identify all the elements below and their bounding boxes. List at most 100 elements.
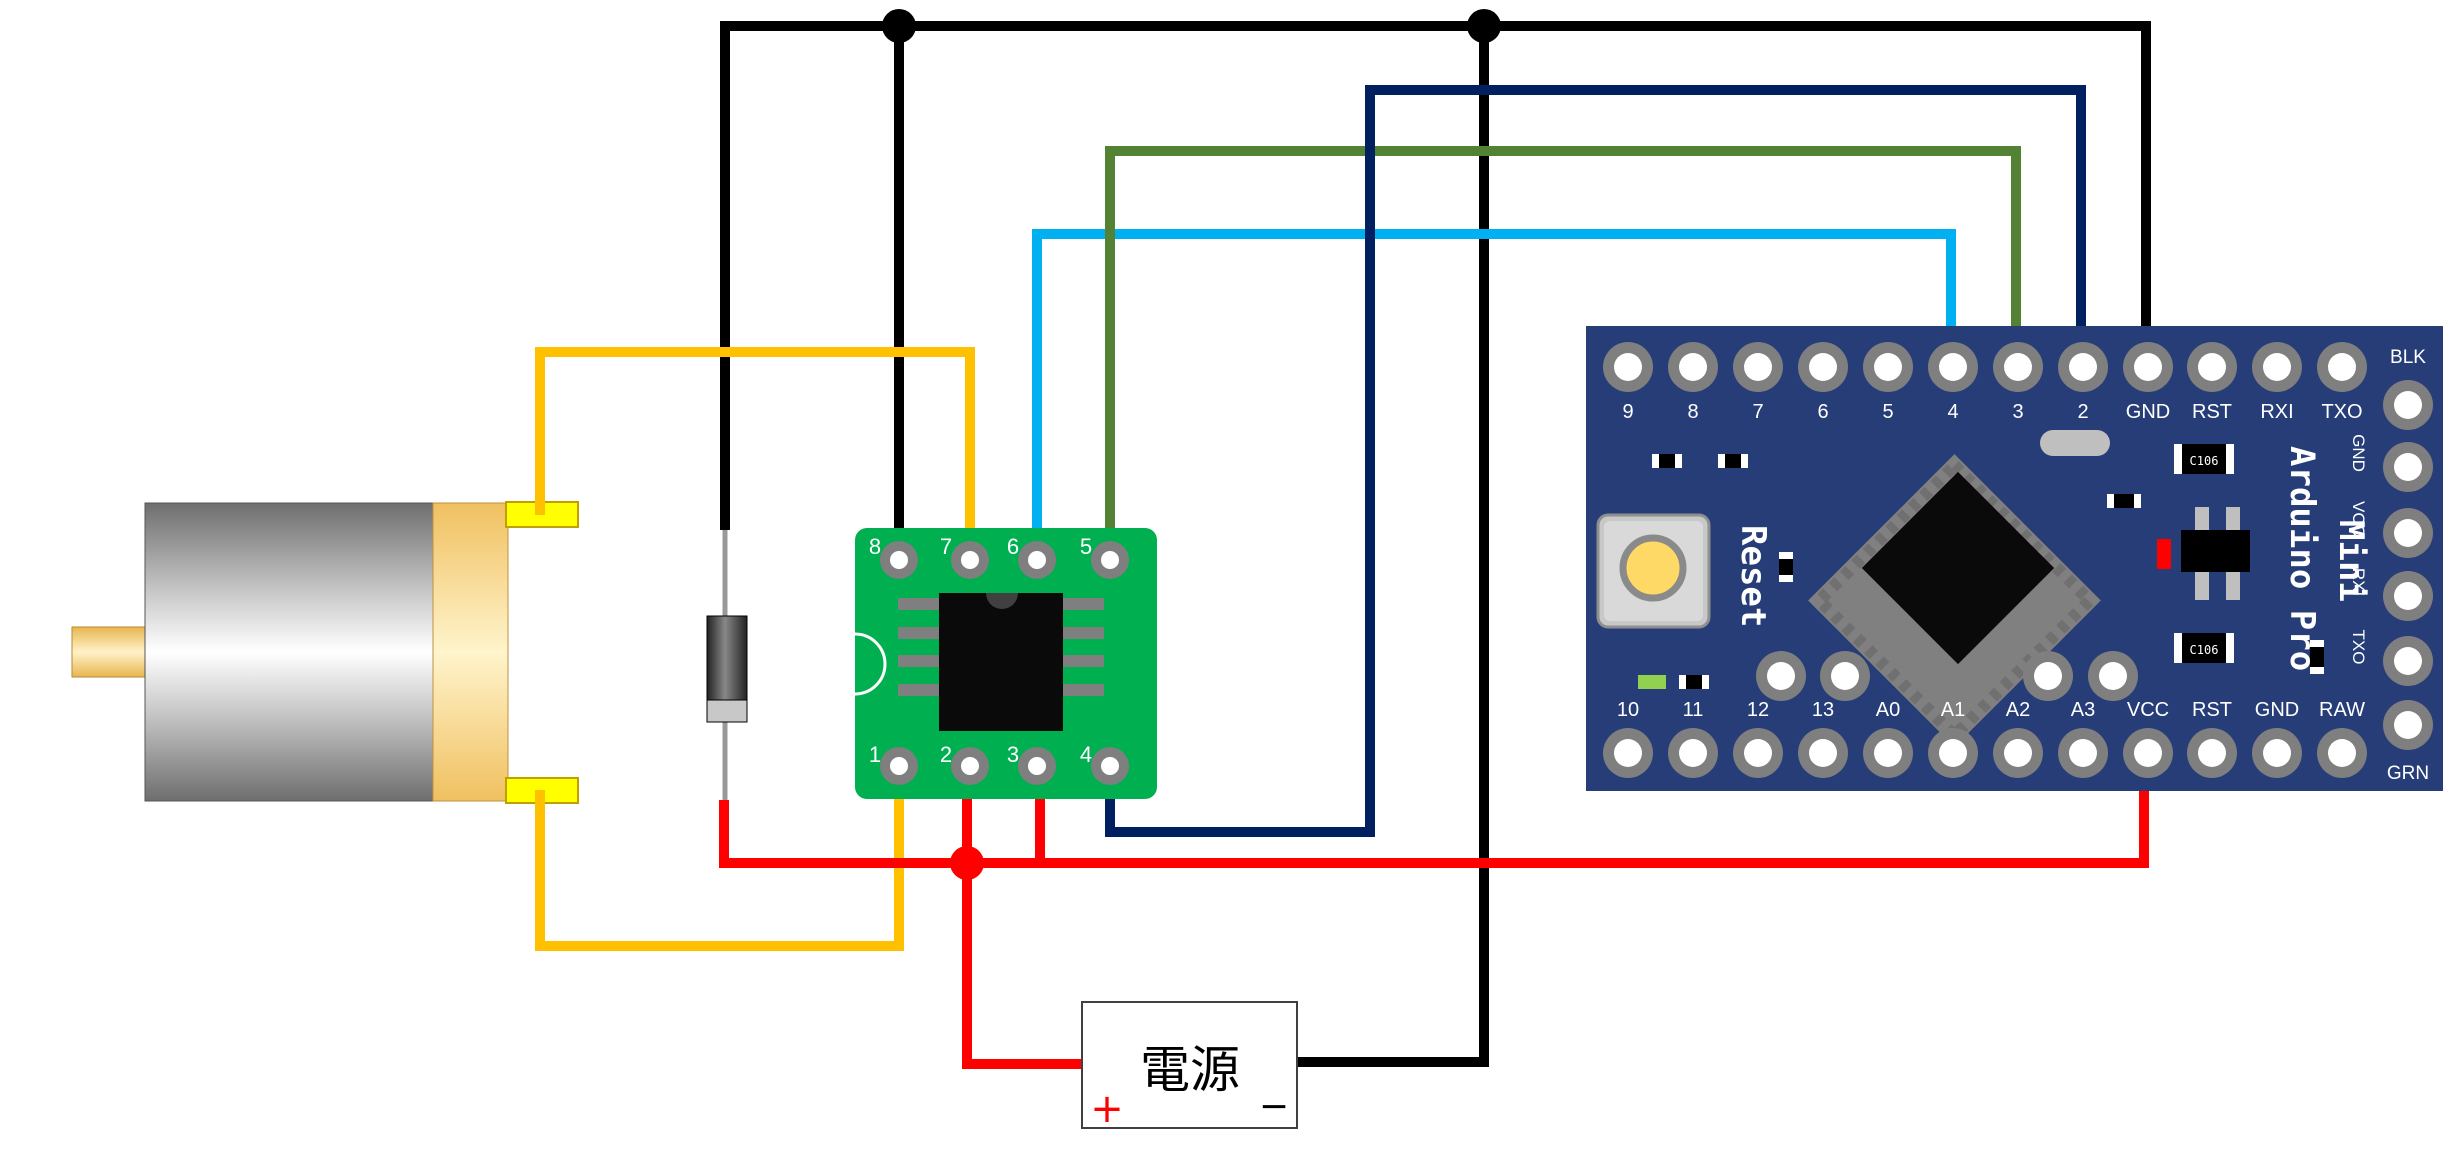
pin-pad [1668, 342, 1718, 392]
pin-pad [2023, 651, 2073, 701]
pin-label: 8 [869, 534, 881, 559]
pin-pad [2383, 442, 2433, 492]
pin-pad [2252, 728, 2302, 778]
crystal-oscillator [2040, 430, 2110, 456]
pin-pad [2383, 636, 2433, 686]
pin-pad [1733, 728, 1783, 778]
pin-label: VCC [2127, 699, 2169, 721]
pin-pad [2187, 342, 2237, 392]
pin-pad [1018, 541, 1056, 579]
capacitor-label: C106 [2190, 454, 2219, 468]
pin-pad [880, 541, 918, 579]
board-name: Arduino Pro [2282, 446, 2322, 671]
pin-label: 2 [2077, 401, 2088, 423]
flyback-diode [706, 530, 748, 800]
pin-label: 11 [1683, 699, 1704, 721]
motor-body [144, 502, 436, 802]
pin-pad [1993, 342, 2043, 392]
arduino-pro-mini: Reset C106 C106 Arduino Pro [1586, 326, 2443, 791]
pin-pad [1018, 747, 1056, 785]
ic-legs [898, 598, 1104, 696]
pin-pad [1668, 728, 1718, 778]
pin-label: A2 [2006, 699, 2030, 721]
junction-dot [882, 9, 916, 43]
wire-vcc-bus [719, 753, 2149, 868]
pin-label: GND [2255, 699, 2299, 721]
pin-label: 7 [1752, 401, 1763, 423]
pin-label: 5 [1882, 401, 1893, 423]
pin-pad [880, 747, 918, 785]
pin-label: 2 [940, 742, 952, 767]
board-model: Mini [2331, 520, 2371, 602]
pin-pad [2317, 728, 2367, 778]
pin-label: RXI [2260, 401, 2293, 423]
pin-label: 5 [1080, 534, 1092, 559]
power-supply: 電源 + − [1081, 1001, 1298, 1132]
pin-label: 7 [940, 534, 952, 559]
pin-label: A0 [1876, 699, 1900, 721]
smd-components [1638, 454, 2324, 689]
dc-motor [71, 501, 579, 804]
driver-pins: 8 7 6 5 1 2 3 4 [869, 534, 1129, 785]
pin-pad [951, 747, 989, 785]
minus-terminal-label: − [1259, 1086, 1289, 1127]
pin-pad [1993, 728, 2043, 778]
pin-pad [1733, 342, 1783, 392]
pin-pad [951, 541, 989, 579]
pin-label: TXO [2349, 630, 2368, 665]
pin-pad [1756, 651, 1806, 701]
pin-label: 10 [1617, 699, 1639, 721]
pin-pad [1798, 342, 1848, 392]
pin-pad [2123, 728, 2173, 778]
wires [535, 21, 2151, 1069]
pin-pad [2317, 342, 2367, 392]
pin-pad [1091, 747, 1129, 785]
pin-label: VCC [2349, 501, 2368, 537]
pin-label: 9 [1622, 401, 1633, 423]
pin-pad [2187, 728, 2237, 778]
wire-pin4 [1032, 229, 1956, 553]
pin-label: A1 [1941, 699, 1965, 721]
wire-motor-bottom [535, 762, 904, 951]
wire-vcc-driver-pin2 [962, 762, 1082, 1069]
pin-label: 3 [1007, 742, 1019, 767]
pin-label: RST [2192, 401, 2232, 423]
pin-pad [2252, 342, 2302, 392]
pin-label: RXI [2349, 568, 2368, 596]
capacitor [2174, 633, 2234, 663]
pin-pad [2088, 651, 2138, 701]
diode-cathode-band [706, 699, 748, 723]
junction-dot [1467, 9, 1501, 43]
pin-pad [2383, 508, 2433, 558]
ic-notch [986, 593, 1018, 609]
pin-label: 3 [2012, 401, 2023, 423]
pin-pad [1603, 728, 1653, 778]
pin-pad [2123, 342, 2173, 392]
pin-pad [1091, 541, 1129, 579]
wire-pin3 [1105, 146, 2021, 553]
wire-gnd-bus [720, 21, 2151, 530]
motor-end-cap [432, 502, 509, 802]
pin-pad [1928, 342, 1978, 392]
pin-label: RAW [2319, 699, 2365, 721]
driver-ic-chip [939, 593, 1063, 731]
pin-label: 4 [1080, 742, 1092, 767]
wire-motor-top [535, 347, 975, 553]
plus-terminal-label: + [1090, 1086, 1124, 1132]
pin-label: 13 [1812, 699, 1834, 721]
pin-pad [1863, 342, 1913, 392]
pin-label: 4 [1947, 401, 1958, 423]
reset-label: Reset [1733, 525, 1773, 627]
pcb-notch [854, 632, 887, 696]
pin-label: GND [2126, 401, 2170, 423]
pin-label: GND [2349, 434, 2368, 472]
pin-label: BLK [2390, 347, 2426, 368]
pin-label: 1 [869, 742, 881, 767]
capacitor [2174, 444, 2234, 474]
pin-label: 12 [1747, 699, 1769, 721]
pin-label: 6 [1817, 401, 1828, 423]
pin-label: 6 [1007, 534, 1019, 559]
power-supply-box [1081, 1001, 1298, 1129]
